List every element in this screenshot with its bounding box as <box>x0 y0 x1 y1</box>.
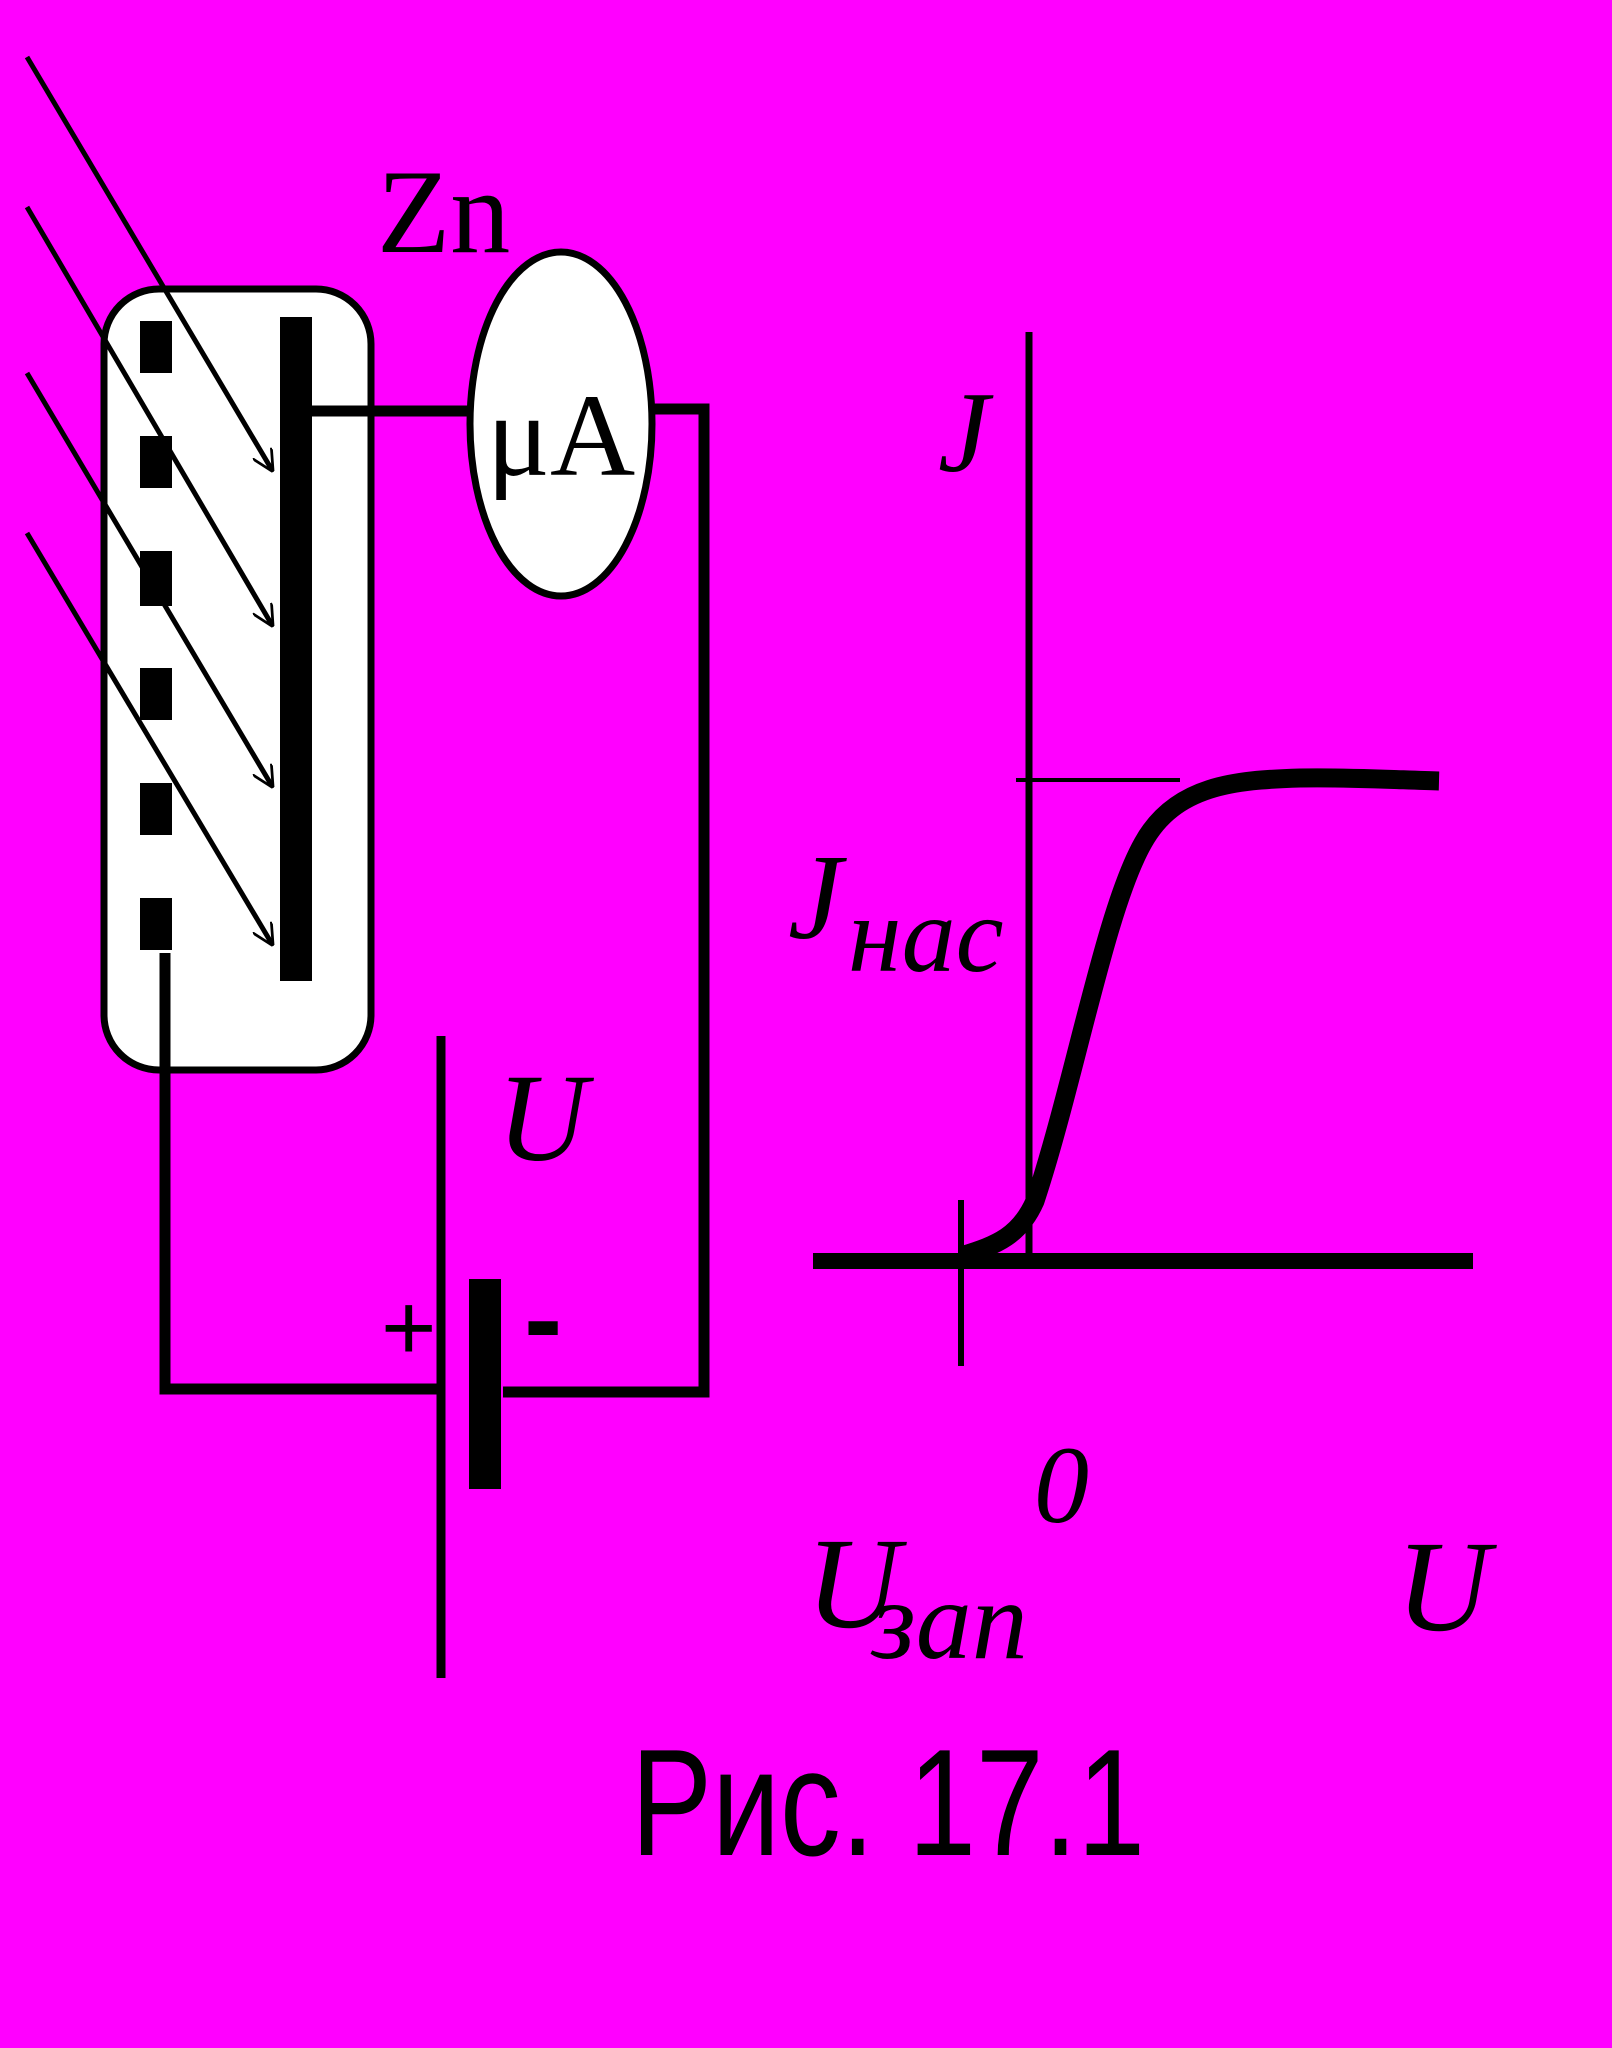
light-ray <box>24 531 272 944</box>
stopping-label-sub: зап <box>870 1559 1028 1683</box>
stopping-voltage-label: U зап <box>806 1512 1028 1683</box>
anode-dash <box>140 551 172 606</box>
electrode-label: Zn <box>377 145 510 278</box>
microammeter-body <box>466 248 656 600</box>
light-ray <box>24 371 272 786</box>
battery: U + - <box>381 1036 595 1678</box>
battery-short-plate <box>469 1279 501 1489</box>
saturation-label-main: J <box>788 830 847 965</box>
saturation-label-sub: нас <box>848 876 1004 995</box>
iv-graph: J J нас 0 U зап U <box>788 332 1497 1683</box>
anode-dash <box>140 321 172 373</box>
stopping-label-main: U <box>806 1512 907 1656</box>
zinc-cathode-plate <box>280 317 312 981</box>
anode-dash <box>140 668 172 720</box>
wire-meter-to-battery <box>503 403 710 1398</box>
anode-dash <box>140 783 172 835</box>
battery-voltage-label: U <box>497 1050 595 1188</box>
wire-cell-to-battery <box>159 953 441 1395</box>
circuit-wires <box>159 403 710 1398</box>
microammeter[interactable]: μA <box>466 248 656 600</box>
light-ray <box>24 205 272 625</box>
light-rays <box>24 55 272 944</box>
light-ray <box>24 55 272 470</box>
current-voltage-curve <box>958 768 1440 1266</box>
photocell <box>100 285 375 1074</box>
y-axis-label: J <box>938 369 994 496</box>
microammeter-label: μA <box>487 370 635 501</box>
x-axis-label: U <box>1396 1515 1497 1659</box>
battery-plus-label: + <box>381 1275 436 1381</box>
figure-caption: Рис. 17.1 <box>631 1718 1145 1888</box>
battery-minus-label: - <box>524 1255 562 1383</box>
saturation-current-label: J нас <box>788 830 1004 995</box>
anode-dash <box>140 898 172 950</box>
origin-label: 0 <box>1034 1424 1089 1546</box>
